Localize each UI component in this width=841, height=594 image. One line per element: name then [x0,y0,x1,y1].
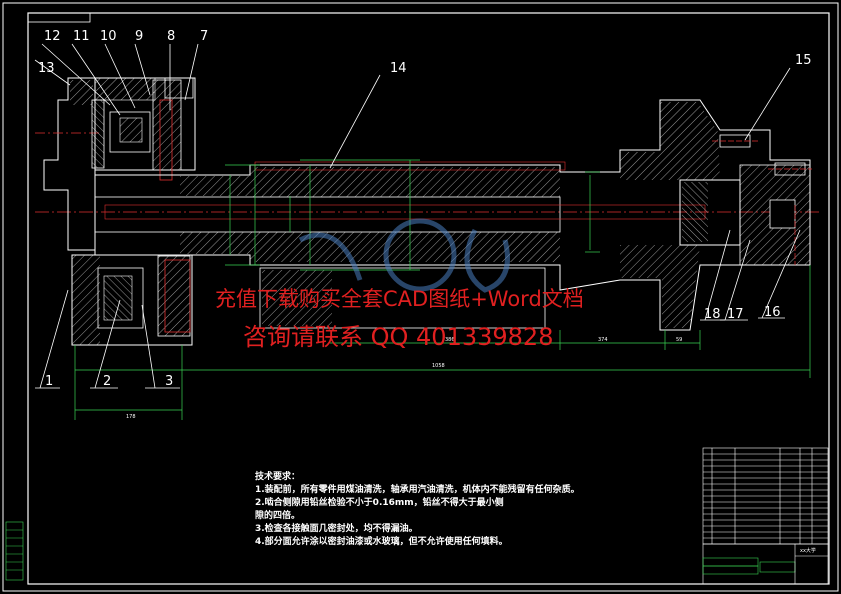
spindle-hatch-bottom [250,232,560,262]
tech-line-1: 1.装配前，所有零件用煤油清洗，轴承用汽油清洗，机体内不能残留有任何杂质。 [255,483,580,495]
part-label-15: 15 [795,53,812,68]
gear-ring [91,99,105,169]
chuck-hatch [70,80,93,105]
parts-list-table [702,447,829,545]
leader-lines [34,43,801,389]
part-label-2: 2 [103,374,111,389]
spindle-hatch-left-bottom [180,232,250,254]
spindle-hatch-left-top [180,176,250,196]
piston-bottom-hatch [103,275,133,321]
dim-tip: 59 [676,337,682,343]
dim-total-length: 1058 [432,363,445,369]
tech-line-3: 隙的四倍。 [255,509,300,521]
part-label-11: 11 [73,29,90,44]
piston-top [109,111,151,153]
part-label-17: 17 [727,307,744,322]
bolt-top [152,79,182,171]
tech-line-2: 2.啮合侧隙用铅丝检验不小于0.16mm，铅丝不得大于最小侧 [255,496,504,508]
bore [94,196,561,233]
part-label-18: 18 [704,307,721,322]
nose-hatch-bottom [620,245,700,328]
dim-sleeve: 386 [445,337,455,343]
top-cap [164,77,194,99]
watermark-line-2: 咨询请联系 QQ 401339828 [243,323,553,351]
part-label-14: 14 [390,61,407,76]
part-label-16: 16 [764,305,781,320]
watermark-logo [298,218,510,293]
spindle-hatch-top [250,167,560,197]
tech-line-4: 3.检查各接触面几密封处，均不得漏油。 [255,522,418,534]
cylinder-bottom-hatch [72,255,100,345]
lower-sleeve [259,267,546,329]
top-left-tag [27,12,91,23]
bolt-bottom [157,255,191,337]
piston-bottom [97,267,144,329]
title-block-school: xx大学 [800,547,816,554]
part-label-9: 9 [135,29,143,44]
spindle-outline [94,99,811,331]
dim-nose: 374 [598,337,608,343]
title-block [702,543,829,585]
part-label-10: 10 [100,29,117,44]
inner-frame [27,12,830,585]
flange-slot [769,199,796,229]
bolt-rod-red [159,99,173,181]
part-label-7: 7 [200,29,208,44]
revision-strip [5,521,24,581]
part-label-3: 3 [165,374,173,389]
tech-title: 技术要求： [255,470,300,482]
diameter-dims [225,159,600,271]
part-label-8: 8 [167,29,175,44]
lower-sleeve-hatch [262,270,332,326]
part-label-12: 12 [44,29,61,44]
nose-hatch-top [620,102,720,180]
front-nut-hatch [682,182,708,242]
tech-line-5: 4.部分面允许涂以密封油漆或水玻璃，但不允许使用任何填料。 [255,535,508,547]
part-label-1: 1 [45,374,53,389]
part-label-13: 13 [38,61,55,76]
watermark-line-1: 充值下载购买全套CAD图纸+Word文档 [215,287,584,311]
piston-top-hatch [119,117,143,143]
dim-cylinder-length: 178 [126,414,136,420]
bolt-bottom-red [164,259,191,333]
technical-requirements: 技术要求： 1.装配前，所有零件用煤油清洗，轴承用汽油清洗，机体内不能残留有任何… [255,470,580,547]
length-dims [74,265,811,420]
